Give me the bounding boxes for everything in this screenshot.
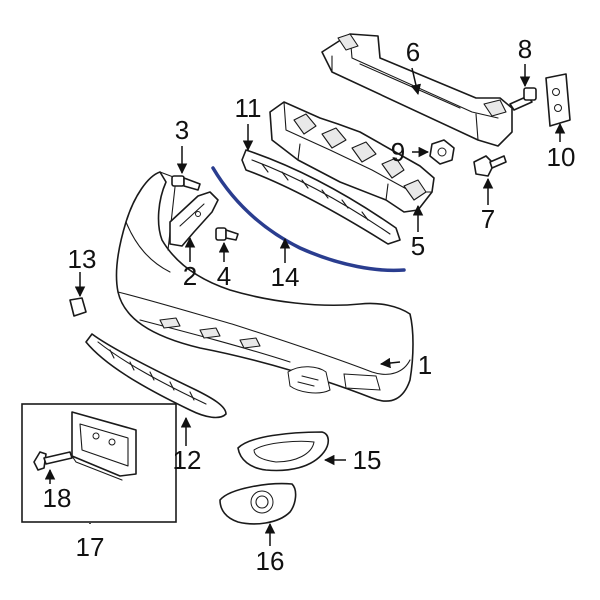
part-14-seal-strip	[211, 166, 406, 273]
callout-5: 5	[411, 231, 425, 261]
callout-2: 2	[183, 261, 197, 291]
part-12-lower-grille	[85, 333, 227, 419]
callout-4: 4	[217, 261, 231, 291]
callout-9: 9	[391, 137, 405, 167]
part-9-nut	[429, 139, 455, 165]
part-13-clip	[69, 297, 87, 317]
part-7-bolt	[473, 155, 507, 177]
part-17-kit-frame	[21, 403, 177, 523]
callout-8: 8	[518, 34, 532, 64]
part-2-bracket	[169, 191, 219, 247]
callout-17: 17	[76, 532, 105, 562]
part-1-bumper-cover	[115, 171, 414, 402]
part-10-plate	[545, 73, 571, 127]
callout-16: 16	[256, 546, 285, 576]
part-15-fog-lamp-bezel	[237, 431, 330, 472]
callout-12: 12	[173, 445, 202, 475]
callout-18: 18	[43, 483, 72, 513]
callout-7: 7	[481, 204, 495, 234]
part-3-screw	[171, 175, 201, 191]
part-18-fastener	[33, 451, 73, 471]
part-17-license-bracket	[71, 411, 137, 481]
callout-labels: 1 2 3 4 5 6 7 8 9 10 11 12 13 14 15 16 1…	[43, 34, 576, 576]
part-8-stud	[509, 87, 537, 111]
callout-1: 1	[418, 350, 432, 380]
callout-6: 6	[406, 37, 420, 67]
part-4-push-pin	[215, 227, 239, 241]
callout-15: 15	[353, 445, 382, 475]
part-14-upper-grille	[241, 149, 401, 245]
callout-11: 11	[235, 93, 262, 123]
callout-10: 10	[547, 142, 576, 172]
leader-6	[410, 67, 421, 96]
leader-1	[379, 357, 401, 369]
leader-lines	[44, 64, 566, 546]
part-16-fog-lamp-bezel	[219, 482, 297, 525]
callout-3: 3	[175, 115, 189, 145]
part-11-energy-absorber	[269, 101, 435, 213]
callout-14: 14	[271, 262, 300, 292]
callout-13: 13	[68, 244, 97, 274]
